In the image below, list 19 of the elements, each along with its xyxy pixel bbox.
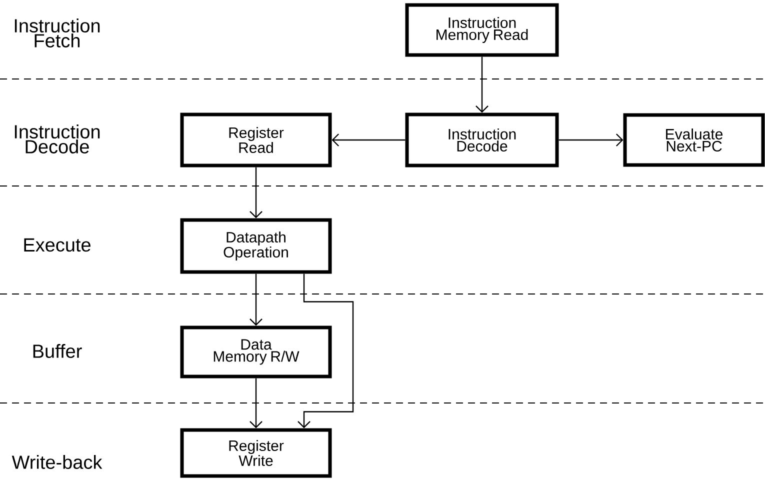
arrow — [250, 167, 262, 218]
process-box: Instruction Memory Read — [405, 3, 559, 57]
stage-label: Instruction Fetch — [14, 18, 100, 48]
stage-label: Instruction Decode — [14, 124, 100, 154]
process-box: Instruction Decode — [405, 112, 559, 168]
process-box: Register Write — [180, 428, 332, 478]
stage-label: Write-back — [12, 455, 102, 469]
process-box: Evaluate Next-PC — [623, 113, 765, 167]
arrow — [332, 134, 406, 146]
process-box: Datapath Operation — [180, 218, 332, 274]
stage-label: Execute — [24, 238, 90, 252]
stage-label: Buffer — [33, 344, 82, 358]
arrow — [476, 56, 488, 113]
process-box: Register Read — [180, 112, 332, 168]
arrow — [298, 274, 354, 428]
arrow — [250, 274, 262, 326]
arrow — [250, 378, 262, 428]
process-box: Data Memory R/W — [180, 326, 332, 378]
arrow — [558, 134, 624, 146]
